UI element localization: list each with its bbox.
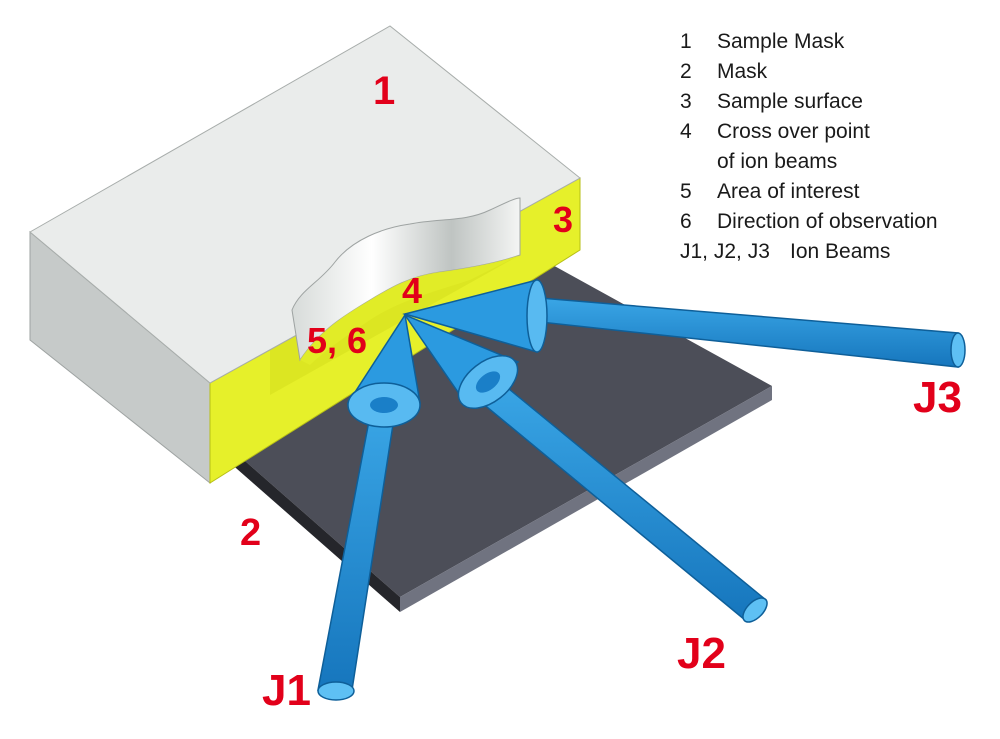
legend-text-4: Cross over point xyxy=(717,120,870,143)
legend-text-5: Area of interest xyxy=(717,180,860,203)
label-crossover: 4 xyxy=(402,270,422,311)
label-sample-mask: 1 xyxy=(373,69,395,113)
legend-text-2: Mask xyxy=(717,60,768,83)
legend: 1 Sample Mask 2 Mask 3 Sample surface 4 … xyxy=(680,30,938,263)
legend-num-2: 2 xyxy=(680,60,692,83)
legend-num-6: 6 xyxy=(680,210,692,233)
legend-num-beams: J1, J2, J3 xyxy=(680,240,770,263)
label-j2: J2 xyxy=(677,629,726,678)
mask-side-face xyxy=(400,386,772,612)
label-mask: 2 xyxy=(240,512,261,554)
legend-num-1: 1 xyxy=(680,30,692,53)
label-j1: J1 xyxy=(262,666,311,715)
sample-top-face xyxy=(29,25,581,384)
legend-text-4b: of ion beams xyxy=(717,150,837,173)
legend-text-3: Sample surface xyxy=(717,90,863,113)
cutout-floor xyxy=(300,255,520,365)
legend-num-3: 3 xyxy=(680,90,692,113)
legend-text-beams: Ion Beams xyxy=(790,240,890,263)
ion-beam-j2 xyxy=(402,313,768,623)
legend-num-5: 5 xyxy=(680,180,692,203)
ion-beam-j3 xyxy=(402,279,966,368)
legend-text-1: Sample Mask xyxy=(717,30,845,53)
label-area-direction: 5, 6 xyxy=(307,320,367,361)
ion-beam-j1 xyxy=(317,312,421,701)
label-j3: J3 xyxy=(913,373,962,422)
legend-num-4: 4 xyxy=(680,120,692,143)
legend-text-6: Direction of observation xyxy=(717,210,938,233)
label-sample-surface: 3 xyxy=(553,199,573,240)
